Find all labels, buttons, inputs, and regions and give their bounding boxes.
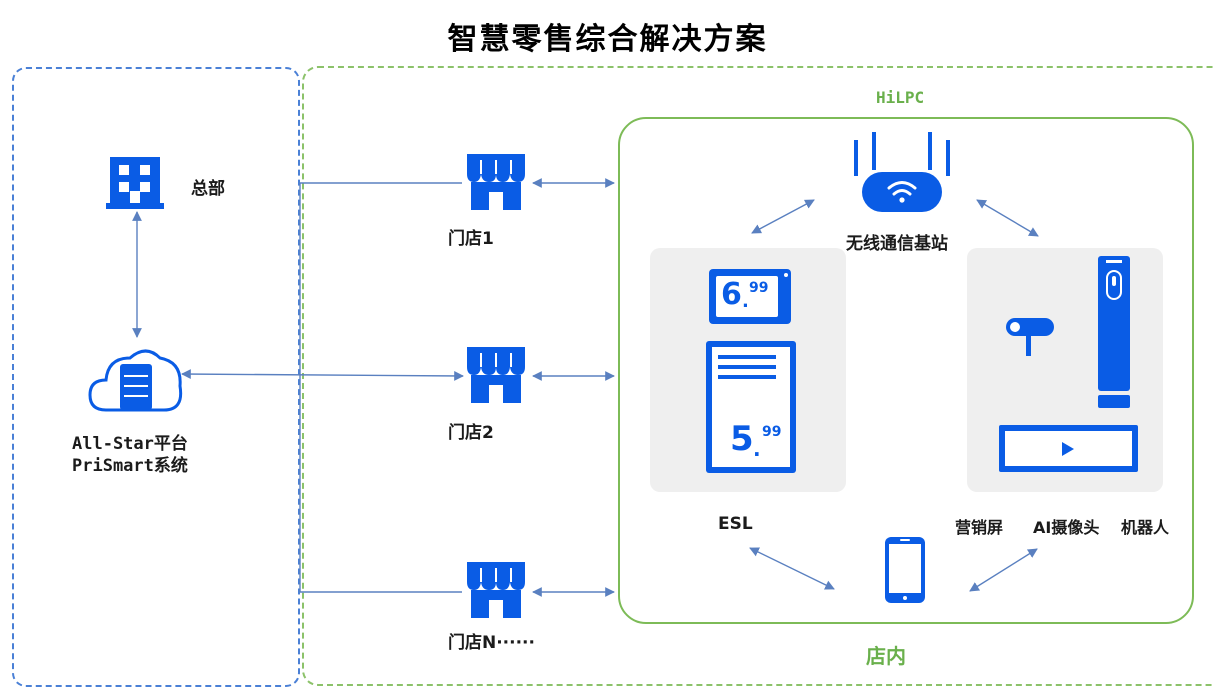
storefront-icon — [467, 154, 525, 210]
page-title: 智慧零售综合解决方案 — [447, 22, 768, 57]
connection-lines — [132, 178, 1039, 597]
ai-camera-label: AI摄像头 — [1033, 518, 1100, 537]
router-icon — [854, 132, 950, 212]
phone-devices-arrow — [969, 548, 1038, 592]
building-icon — [106, 157, 164, 209]
hilpc-label: HiLPC — [876, 88, 925, 107]
storefront-icon — [467, 562, 525, 618]
store-n-label: 门店N······ — [448, 633, 535, 653]
esl-price-large: 5 — [730, 419, 754, 459]
base-station-label: 无线通信基站 — [846, 234, 948, 254]
platform-label-1: All-Star平台 — [72, 434, 188, 454]
storefront-icon — [467, 347, 525, 403]
store-1-label: 门店1 — [448, 229, 494, 249]
station-devices-arrow — [976, 199, 1039, 237]
hq-label: 总部 — [191, 179, 225, 199]
marketing-screen-label: 营销屏 — [955, 518, 1004, 537]
esl-phone-arrow — [749, 547, 835, 590]
robot-icon — [1098, 256, 1130, 408]
station-esl-arrow — [751, 199, 815, 234]
screen-icon — [999, 425, 1138, 472]
in-store-label: 店内 — [866, 644, 906, 668]
in-store-zone — [618, 117, 1194, 624]
robot-label: 机器人 — [1121, 518, 1170, 537]
smartphone-icon — [885, 537, 925, 603]
play-icon — [1062, 442, 1074, 456]
esl-price-small: 6 — [721, 277, 742, 312]
cloud-server-icon — [88, 349, 183, 412]
store-2-label: 门店2 — [448, 423, 494, 443]
platform-label-2: PriSmart系统 — [72, 456, 188, 476]
camera-icon — [1006, 318, 1054, 356]
esl-label-icon: 5 . 99 — [706, 341, 796, 473]
esl-price-large-cents: 99 — [762, 424, 782, 440]
esl-label: ESL — [718, 514, 753, 534]
cloud-store2-arrow — [181, 369, 464, 381]
esl-price-small-cents: 99 — [749, 280, 769, 296]
esl-tag-icon: 6 . 99 — [709, 269, 791, 324]
